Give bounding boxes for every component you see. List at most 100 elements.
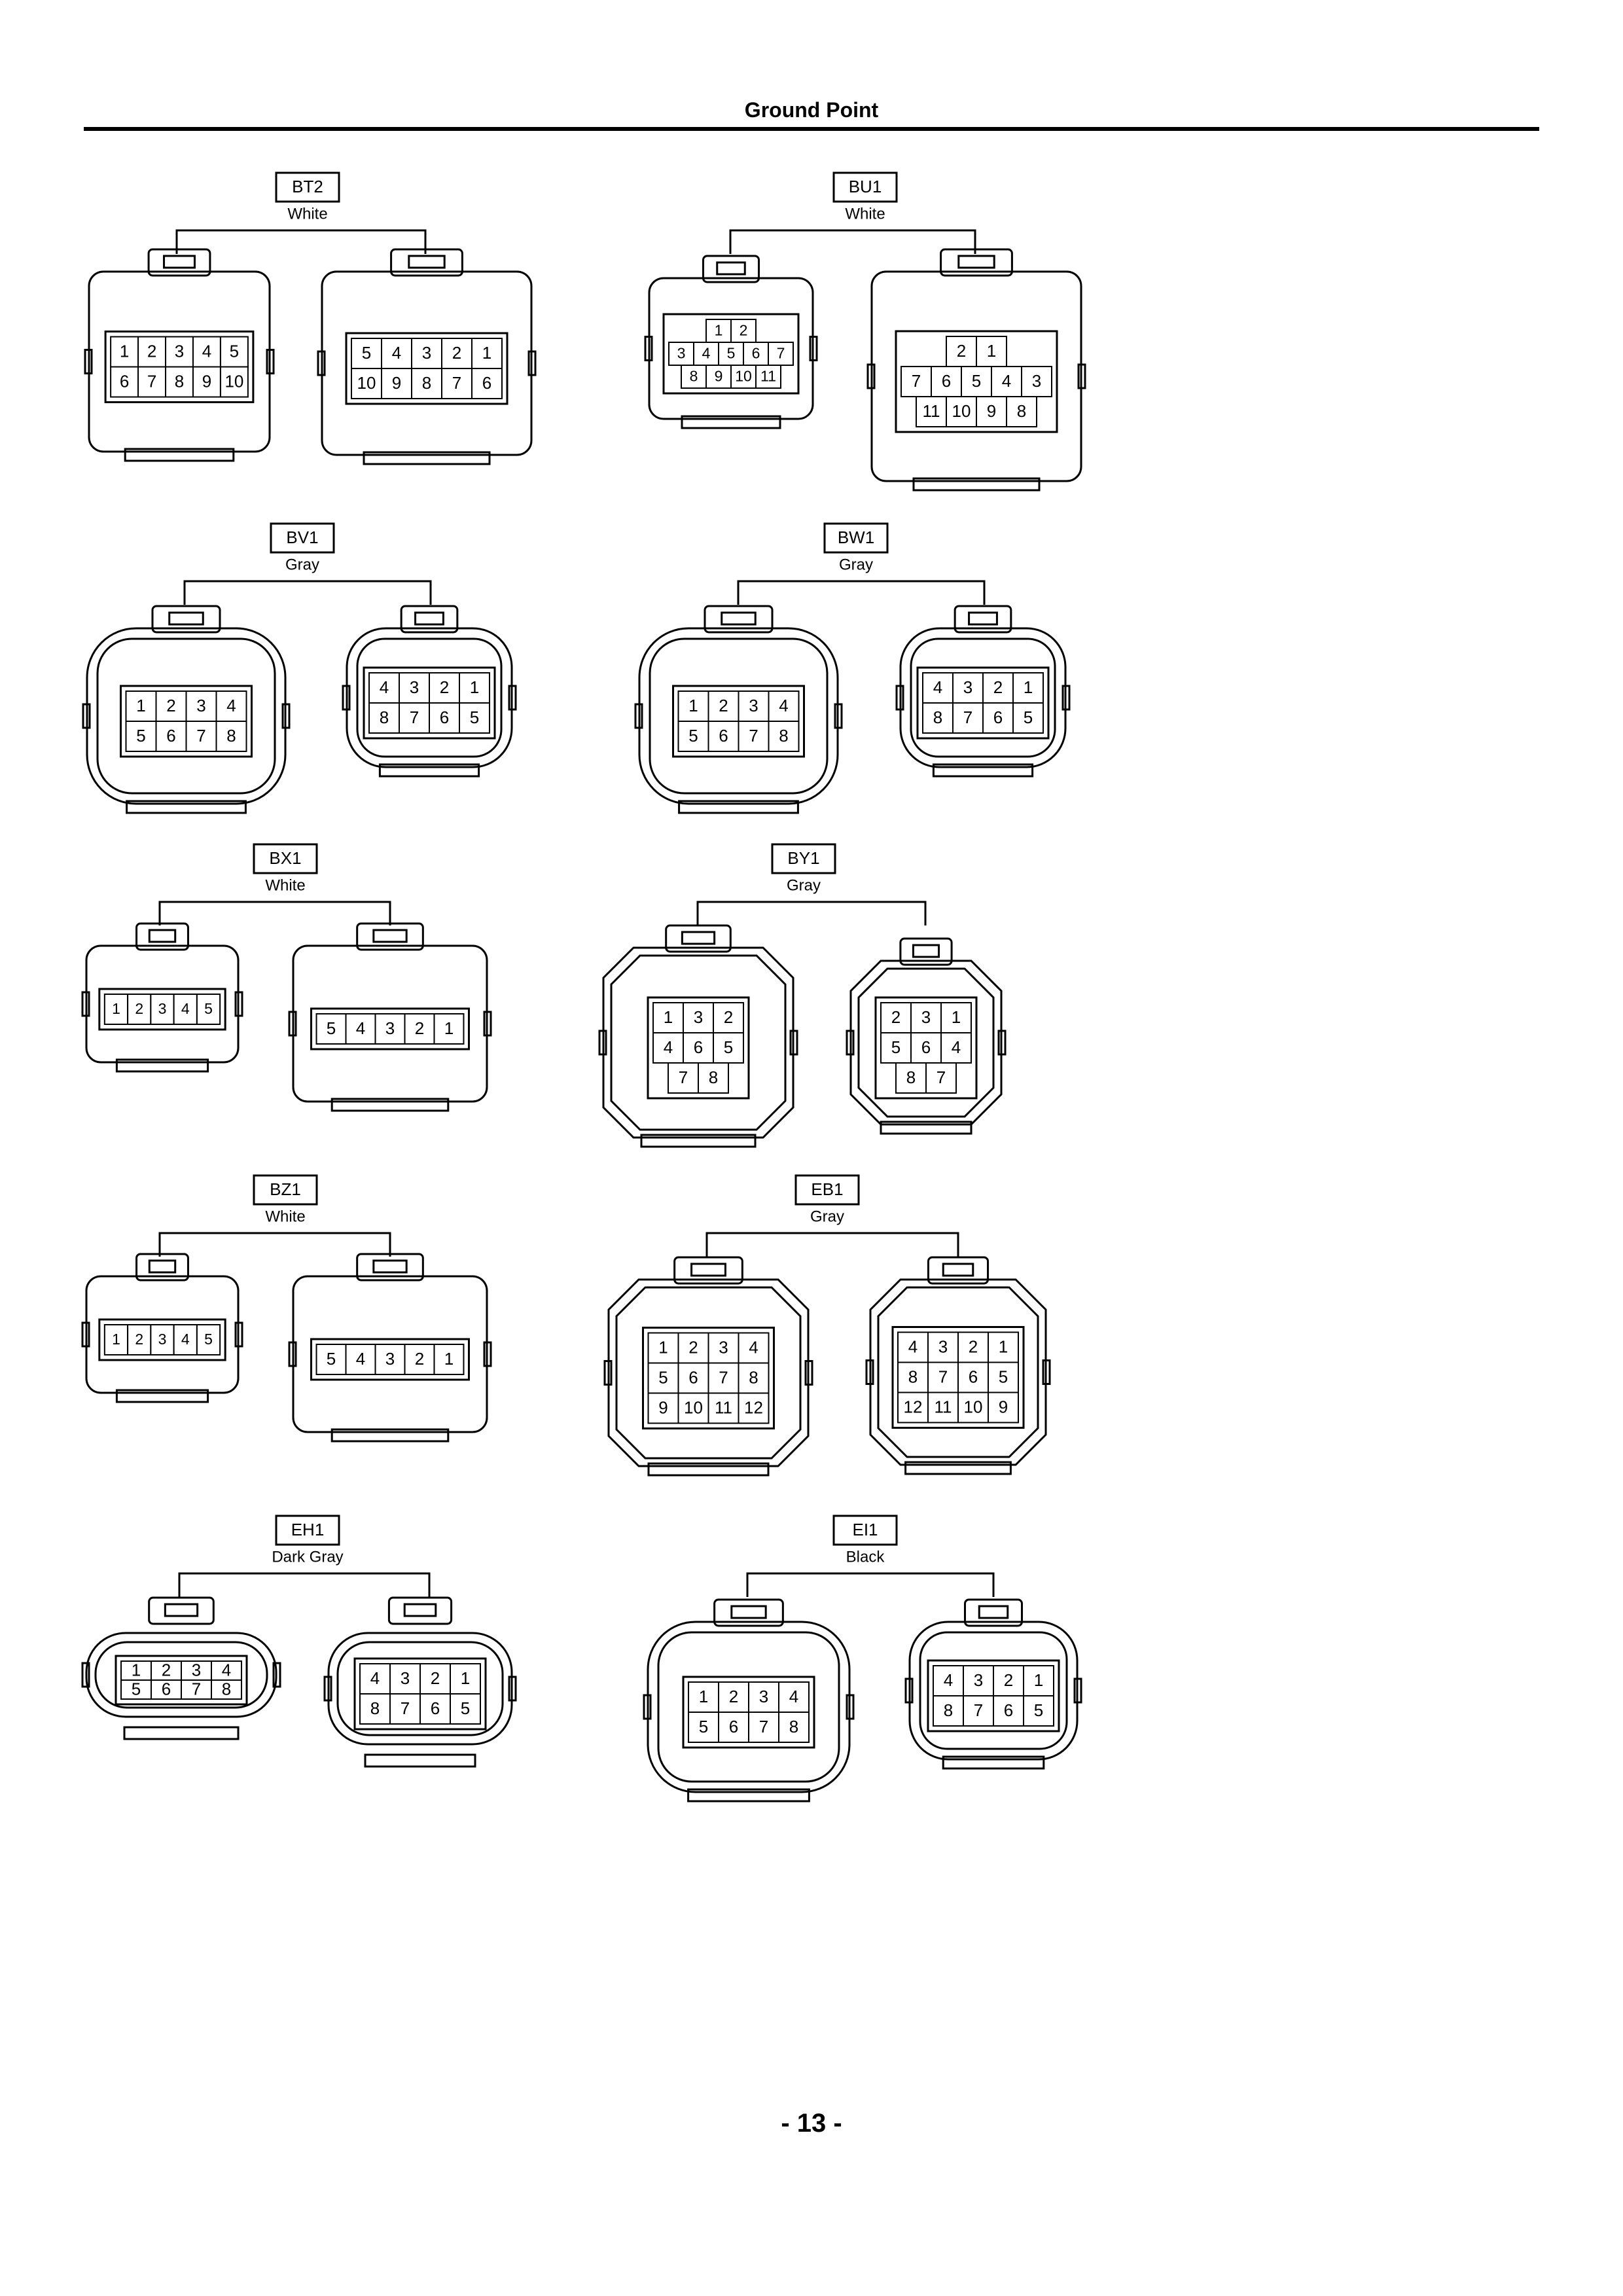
side-key (997, 1030, 1007, 1056)
terminal-frame (104, 331, 255, 403)
terminal-box (988, 1391, 1019, 1424)
pin-number: 1 (699, 1687, 708, 1706)
code-box (253, 843, 318, 874)
terminal-cavity: 6 (683, 1032, 714, 1064)
pin-number: 4 (356, 1018, 365, 1038)
pin-number: 9 (715, 368, 723, 385)
pin-number: 6 (162, 1679, 171, 1698)
terminal-cavity: 3 (738, 691, 770, 722)
pin-number: 3 (410, 677, 419, 697)
connector-color: Gray (787, 876, 821, 894)
terminal-cavity: 2 (718, 1681, 749, 1713)
bottom-rail (942, 1755, 1045, 1770)
pin-number: 4 (702, 345, 711, 362)
lock-tab (713, 1598, 784, 1627)
bottom-rail (126, 800, 247, 814)
pin-number: 1 (112, 1331, 120, 1348)
pin-number: 7 (974, 1700, 983, 1720)
lock-tab (702, 255, 760, 283)
terminal-cavity: 1 (103, 994, 129, 1025)
terminal-cavity: 8 (698, 1062, 729, 1094)
lock-tab (135, 922, 189, 951)
side-key (834, 703, 843, 729)
terminal-cavity: 7 (389, 1693, 421, 1725)
side-key (272, 1662, 281, 1688)
terminal-cavity: 11 (927, 1391, 959, 1424)
pin-number: 6 (942, 371, 951, 391)
pin-number: 2 (729, 1687, 738, 1706)
side-key (81, 1321, 90, 1348)
connector-housing (85, 944, 240, 1064)
terminal-cavity: 8 (933, 1695, 964, 1727)
terminal-cavity: 3 (411, 338, 442, 369)
pin-number: 7 (777, 345, 785, 362)
pin-number: 2 (415, 1349, 424, 1369)
connector-code: EH1 (291, 1520, 325, 1539)
terminal-cavity: 3 (748, 1681, 779, 1713)
code-box (275, 1515, 340, 1546)
terminal-box (957, 1331, 989, 1363)
terminal-cavity: 4 (368, 672, 400, 704)
pin-number: 3 (401, 1668, 410, 1688)
pin-number: 4 (749, 1337, 758, 1357)
connector-housing-inner (336, 1641, 504, 1736)
terminal-cavity: 5 (718, 342, 744, 366)
terminal-cavity: 1 (459, 672, 490, 704)
terminal-cavity: 5 (1012, 702, 1044, 734)
terminal-cavity: 3 (910, 1002, 942, 1033)
pin-number: 1 (470, 677, 479, 697)
side-key (643, 1694, 652, 1720)
terminal-cavity: 1 (688, 1681, 719, 1713)
terminal-box (927, 1361, 959, 1393)
terminal-cavity: 8 (359, 1693, 391, 1725)
terminal-cavity: 4 (933, 1665, 964, 1696)
terminal-cavity: 4 (381, 338, 412, 369)
terminal-cavity: 5 (196, 1324, 221, 1355)
terminal-box (419, 1693, 451, 1725)
side-key (1061, 685, 1071, 711)
pin-number: 1 (461, 1668, 470, 1688)
pin-number: 3 (938, 1336, 948, 1356)
bottom-rail (912, 477, 1041, 492)
side-key (527, 350, 537, 376)
terminal-cavity: 10 (677, 1392, 709, 1424)
terminal-cavity: 9 (705, 365, 732, 389)
terminal-cavity: 3 (927, 1331, 959, 1363)
bottom-rail (687, 1788, 810, 1803)
pin-number: 7 (963, 708, 972, 727)
pin-number: 1 (715, 322, 723, 339)
terminal-cavity: 1 (125, 691, 157, 722)
lock-tab (390, 248, 463, 277)
connector-housing (321, 270, 533, 456)
terminal-box (219, 366, 249, 398)
pin-number: 1 (664, 1007, 673, 1027)
terminal-box (359, 1663, 391, 1695)
terminal-box (652, 1032, 684, 1064)
connector-color: White (265, 1208, 305, 1225)
terminal-cavity: 6 (110, 366, 139, 398)
connector-color: White (265, 876, 305, 894)
lock-tab (899, 937, 953, 966)
terminal-cavity: 8 (411, 368, 442, 399)
side-key (1073, 1677, 1082, 1704)
pin-number: 6 (969, 1367, 978, 1386)
lock-tab-slot (942, 1263, 974, 1277)
terminal-cavity: 4 (991, 366, 1022, 397)
pin-number: 6 (921, 1037, 931, 1057)
terminal-cavity: 1 (677, 691, 709, 722)
bottom-rail (330, 1428, 450, 1443)
pin-number: 5 (699, 1717, 708, 1736)
pin-number: 4 (933, 677, 942, 697)
terminal-cavity: 5 (351, 338, 382, 369)
bottom-rail (378, 763, 480, 778)
lock-tab-slot (403, 1603, 437, 1617)
pin-number: 2 (688, 1337, 698, 1357)
pin-number: 8 (749, 1367, 758, 1387)
pin-number: 3 (974, 1670, 983, 1690)
pin-number: 2 (162, 1660, 171, 1679)
